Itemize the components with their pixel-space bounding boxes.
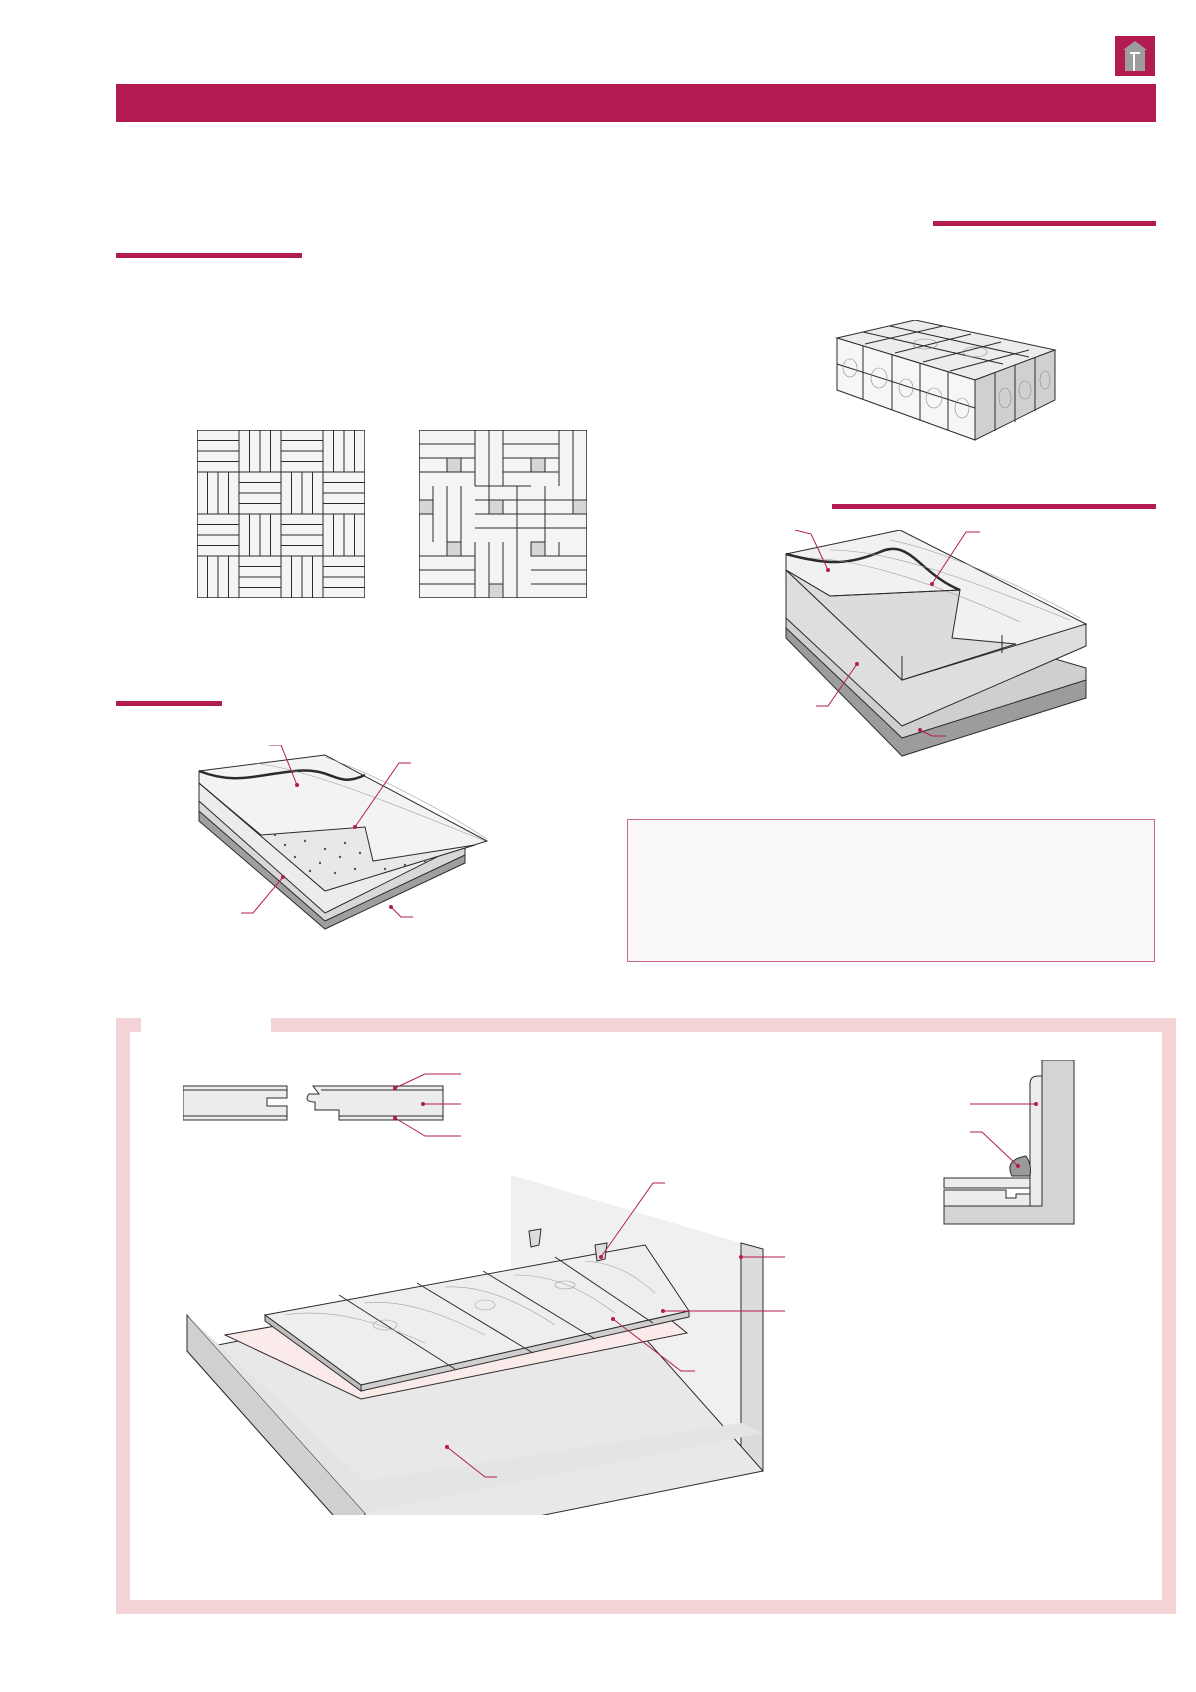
particle-core-board-illustration — [195, 745, 505, 930]
skirting-detail — [940, 1060, 1080, 1230]
tongue-groove-profile — [183, 1062, 473, 1142]
section-rule-left-top — [116, 253, 302, 258]
section-rule-right-mid — [832, 504, 1156, 509]
engineered-board-illustration — [770, 530, 1100, 760]
header-bar — [116, 84, 1156, 122]
end-grain-blocks-illustration — [835, 320, 1075, 450]
floating-floor-installation — [185, 1175, 825, 1515]
parquet-pattern-weave-with-squares — [419, 430, 587, 598]
parquet-pattern-basketweave — [197, 430, 365, 598]
section-rule-left-bottom — [116, 701, 222, 706]
info-box — [627, 819, 1155, 962]
installation-panel-tab-gap — [141, 1016, 271, 1032]
home-icon[interactable] — [1115, 36, 1155, 76]
section-rule-right-top — [933, 221, 1156, 226]
